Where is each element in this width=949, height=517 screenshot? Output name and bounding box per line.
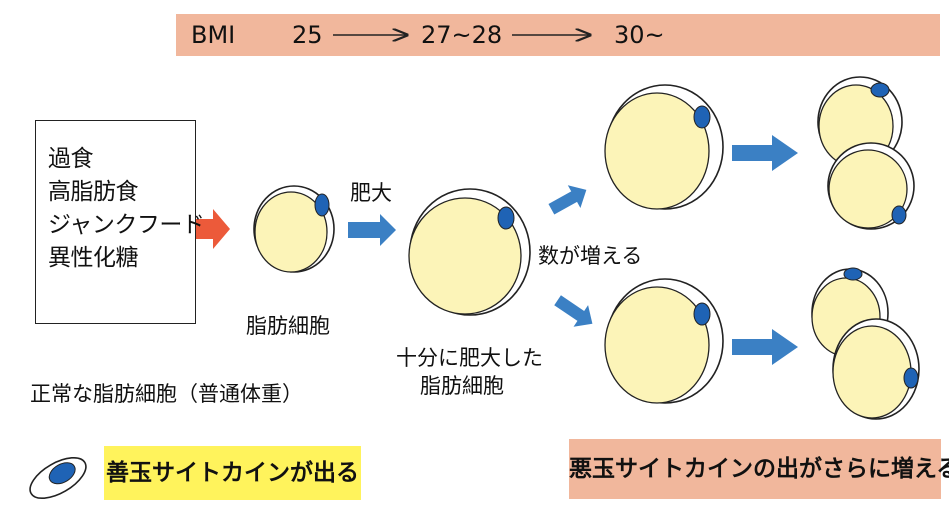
causes-box: 過食 高脂肪食 ジャンクフード 異性化糖 [35,120,205,324]
nucleus-icon [903,367,919,389]
upper-cell-cluster [817,76,915,230]
legend-cell-icon [29,456,87,500]
nucleus-icon [693,105,711,129]
cause-isomerized-sugar: 異性化糖 [48,245,139,271]
nucleus-icon [891,205,907,225]
lower-diagonal-arrow [554,295,593,327]
normal-fat-cell [253,185,335,273]
bmi-value-25: 25 [292,21,323,49]
count-increases-label: 数が増える [538,244,643,268]
nucleus-icon [497,206,515,230]
hypertrophy-arrow [348,214,396,246]
cause-overeating: 過食 [48,146,94,172]
hypertrophied-cell-label-line1: 十分に肥大した [396,346,543,370]
large-fat-cell-upper [604,84,724,210]
bmi-value-27-28: 27~28 [421,21,503,49]
bad-cytokine-label: 悪玉サイトカインの出がさらに増える [569,456,949,482]
hypertrophy-label: 肥大 [350,181,392,205]
upper-diagonal-arrow [548,185,587,215]
bad-cytokine-box [569,439,941,499]
good-cytokine-label: 善玉サイトカインが出る [106,460,359,486]
hypertrophied-cell-label-line2: 脂肪細胞 [420,374,504,398]
upper-divide-arrow [732,135,798,171]
nucleus-icon [870,82,890,98]
bmi-label: BMI [191,21,236,49]
normal-fat-cell-label: 正常な脂肪細胞（普通体重） [30,382,303,406]
lower-cell-cluster [811,267,920,420]
good-cytokine-box [104,446,361,500]
nucleus-icon [843,267,863,281]
cause-arrow [196,209,230,249]
cause-junk-food: ジャンクフード [48,212,205,238]
bmi-value-30: 30~ [614,21,665,49]
nucleus-icon [314,193,330,217]
nucleus-icon [693,302,711,326]
lower-divide-arrow [732,329,798,365]
hypertrophied-fat-cell [408,188,531,316]
fat-cell-label: 脂肪細胞 [246,314,330,338]
large-fat-cell-lower [604,278,724,404]
cause-high-fat-diet: 高脂肪食 [48,179,139,205]
